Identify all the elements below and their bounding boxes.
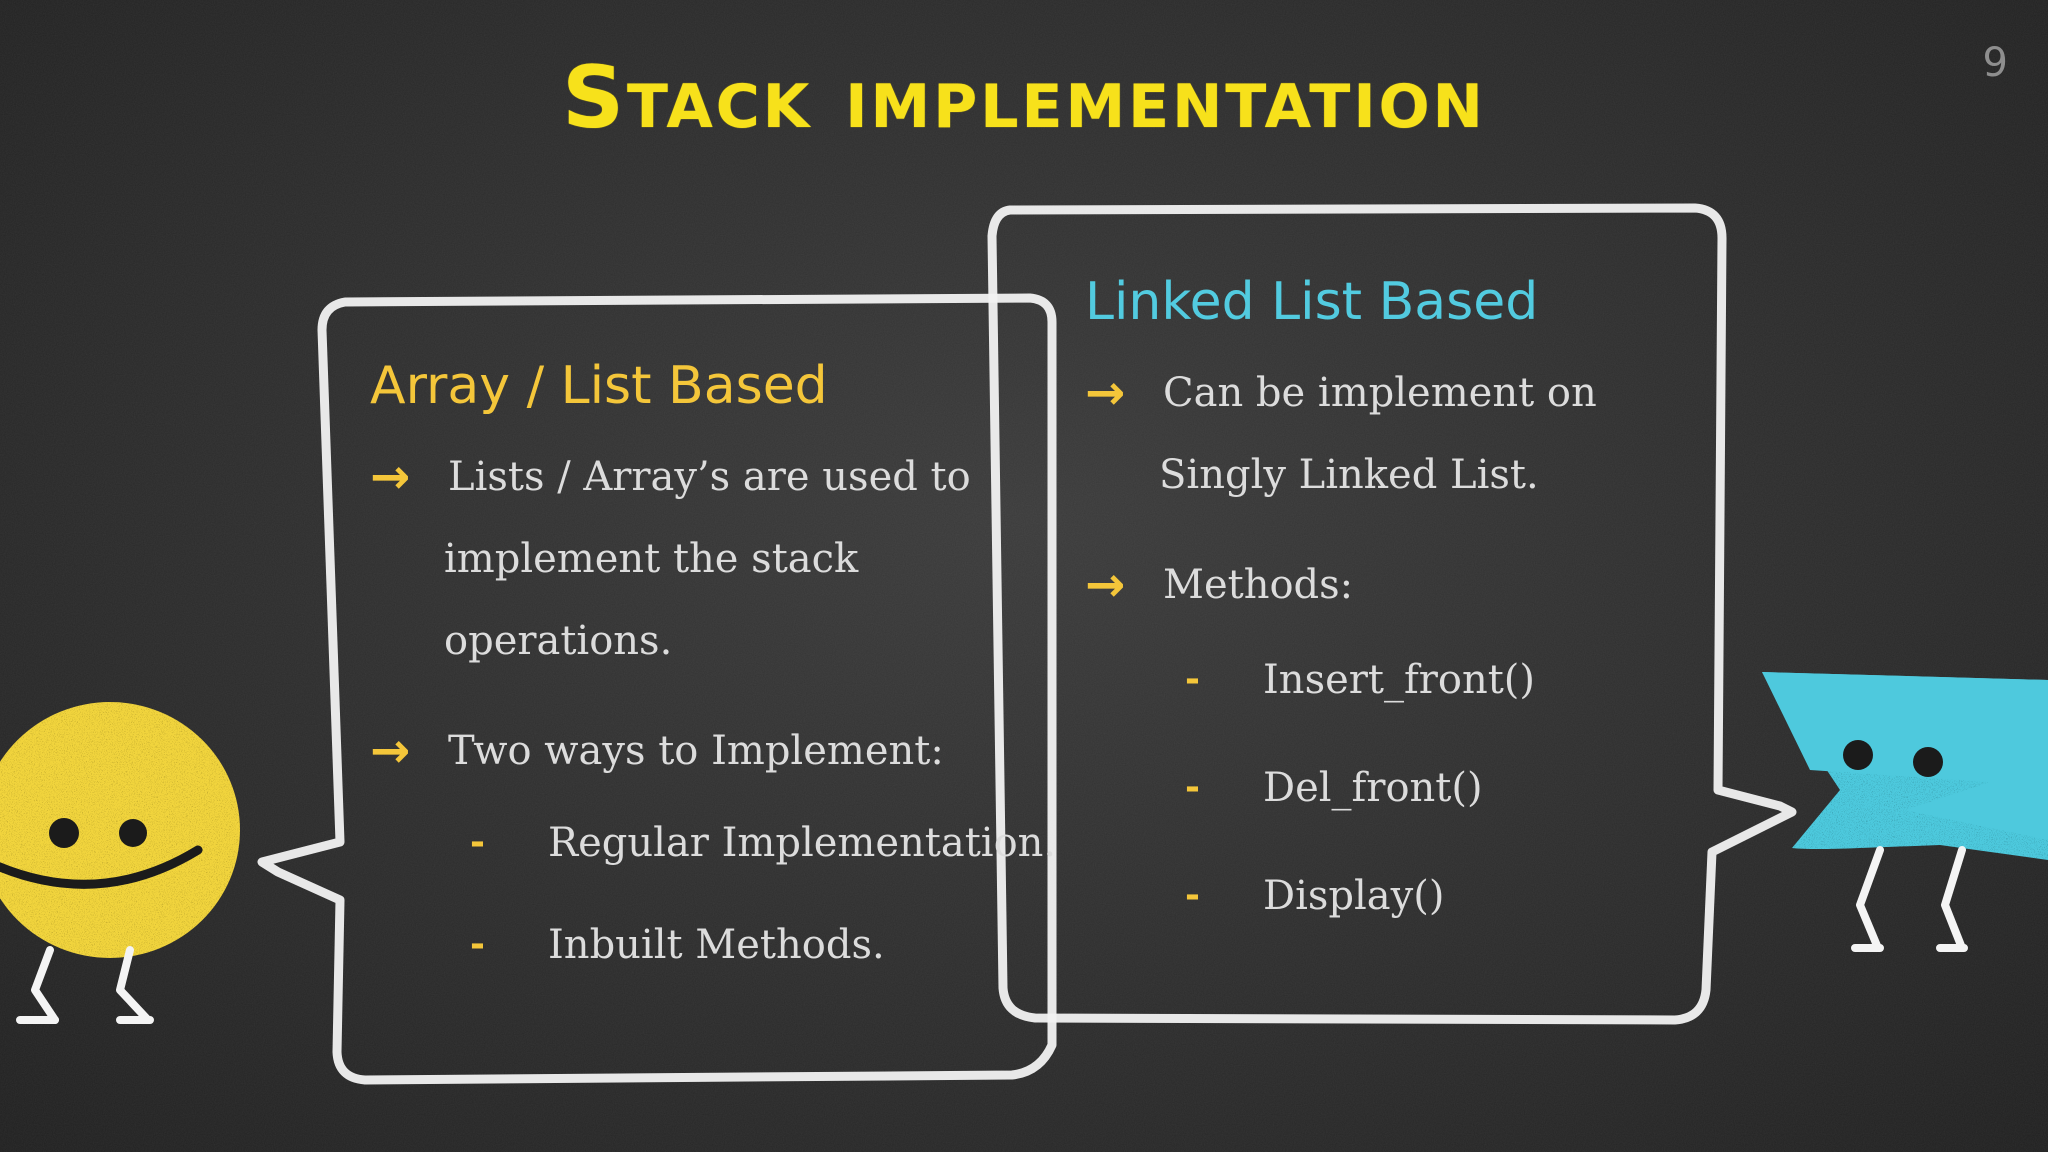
linked-list-heading: Linked List Based — [1085, 272, 1539, 332]
bullet-text-line: Methods: — [1163, 562, 1354, 608]
yellow-smiley-character-icon — [0, 702, 240, 1024]
bullet-text-line: implement the stack — [444, 536, 859, 582]
sub-item-text: Insert_front() — [1263, 657, 1536, 703]
dash-icon: - — [1185, 767, 1200, 808]
linked-list-panel: Linked List Based → Can be implement on … — [1085, 272, 1705, 950]
bullet-text-line: Singly Linked List. — [1159, 452, 1539, 498]
sub-item-text: Del_front() — [1263, 765, 1483, 811]
arrow-right-icon: → — [1085, 557, 1126, 613]
dash-icon: - — [1185, 659, 1200, 700]
arrow-right-icon: → — [370, 723, 411, 779]
speech-bubble-right — [987, 203, 1797, 1025]
sub-list-item: - Inbuilt Methods. — [370, 894, 1030, 996]
arrow-right-icon: → — [1085, 365, 1126, 421]
speech-bubble-left — [257, 293, 1057, 1085]
slide-number: 9 — [1982, 40, 2008, 86]
dash-icon: - — [1185, 875, 1200, 916]
sub-item-text: Display() — [1263, 873, 1445, 919]
dash-icon: - — [470, 822, 485, 863]
array-list-heading: Array / List Based — [370, 356, 828, 416]
bullet-item: → Can be implement on Singly Linked List… — [1085, 352, 1705, 516]
bullet-text-line: Lists / Array’s are used to — [448, 454, 971, 500]
sub-item-text: Inbuilt Methods. — [548, 922, 885, 968]
bullet-item: → Two ways to Implement: — [370, 710, 1030, 792]
slide-title: Stack implementation — [562, 48, 1486, 148]
bullet-text-line: operations. — [444, 618, 673, 664]
sub-list-item: - Del_front() — [1085, 734, 1705, 842]
bullet-text-line: Can be implement on — [1163, 370, 1597, 416]
bullet-item: → Lists / Array’s are used to implement … — [370, 436, 1030, 682]
dash-icon: - — [470, 924, 485, 965]
sub-list-item: - Insert_front() — [1085, 626, 1705, 734]
sub-list-item: - Display() — [1085, 842, 1705, 950]
arrow-right-icon: → — [370, 449, 411, 505]
bullet-text-line: Two ways to Implement: — [448, 728, 944, 774]
blue-character-icon — [1762, 672, 2048, 952]
sub-item-text: Regular Implementation. — [548, 820, 1057, 866]
bullet-item: → Methods: — [1085, 544, 1705, 626]
sub-list-item: - Regular Implementation. — [370, 792, 1057, 894]
array-list-panel: Array / List Based → Lists / Array’s are… — [370, 356, 1057, 996]
